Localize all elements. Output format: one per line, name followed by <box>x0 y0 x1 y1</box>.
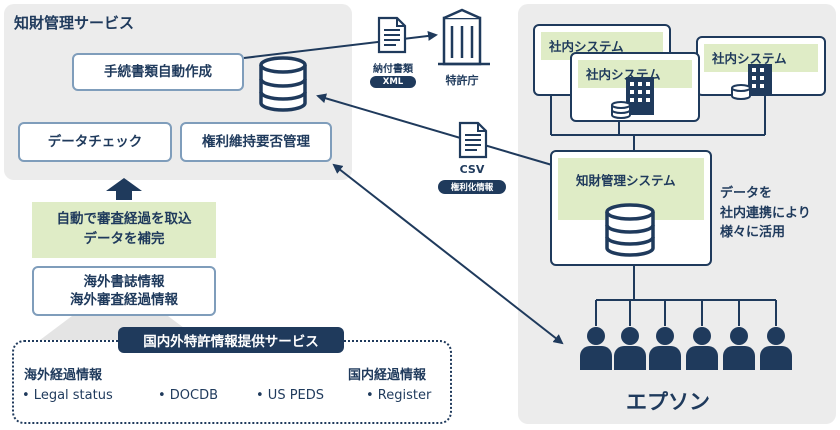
auto-import-line1: 自動で審査経過を取込 <box>56 211 192 228</box>
ip-service-title: 知財管理サービス <box>14 14 135 32</box>
services-header: 国内外特許情報提供サービス <box>118 327 344 353</box>
rights-mgmt-box: 権利維持要否管理 <box>180 122 332 162</box>
service-item-register: • Register <box>366 388 432 403</box>
overseas-progress-label: 海外経過情報 <box>24 368 103 383</box>
data-usage-line3: 様々に活用 <box>720 225 786 240</box>
xml-tag: XML <box>370 76 416 88</box>
service-item-legal-status: • Legal status <box>22 388 113 403</box>
csv-label: CSV <box>459 163 485 176</box>
server-icon <box>611 77 654 119</box>
data-usage-note: データを 社内連携により 様々に活用 <box>720 184 811 243</box>
overseas-info-box: 海外書誌情報 海外審査経過情報 <box>32 266 216 316</box>
company-name: エプソン <box>626 390 710 414</box>
up-arrow-icon <box>106 178 142 200</box>
office-building-icon <box>438 8 490 66</box>
data-check-box: データチェック <box>18 122 172 162</box>
overseas-line2: 海外審査経過情報 <box>70 292 178 308</box>
service-item-us-peds: • US PEDS <box>256 388 325 403</box>
auto-docs-box: 手続書類自動作成 <box>72 53 244 91</box>
service-item-docdb: • DOCDB <box>158 388 219 403</box>
csv-tag: 権利化情報 <box>438 180 506 194</box>
data-usage-line2: 社内連携により <box>720 205 811 221</box>
data-usage-line1: データを <box>720 186 773 201</box>
document-csv-icon <box>458 121 488 159</box>
auto-import-line2: データを補完 <box>83 231 165 247</box>
document-xml-icon <box>377 16 407 54</box>
payment-doc-label: 納付書類 <box>373 64 413 75</box>
database-icon-ip-system <box>605 203 655 257</box>
people-group-icon <box>580 327 792 370</box>
server-icon-small <box>731 64 772 100</box>
database-icon <box>259 56 307 112</box>
ip-management-system-label: 知財管理システム <box>558 158 704 220</box>
overseas-line1: 海外書誌情報 <box>83 273 165 290</box>
patent-office-label: 特許庁 <box>445 74 479 87</box>
domestic-progress-label: 国内経過情報 <box>348 368 427 383</box>
auto-import-note: 自動で審査経過を取込 データを補完 <box>32 202 216 258</box>
